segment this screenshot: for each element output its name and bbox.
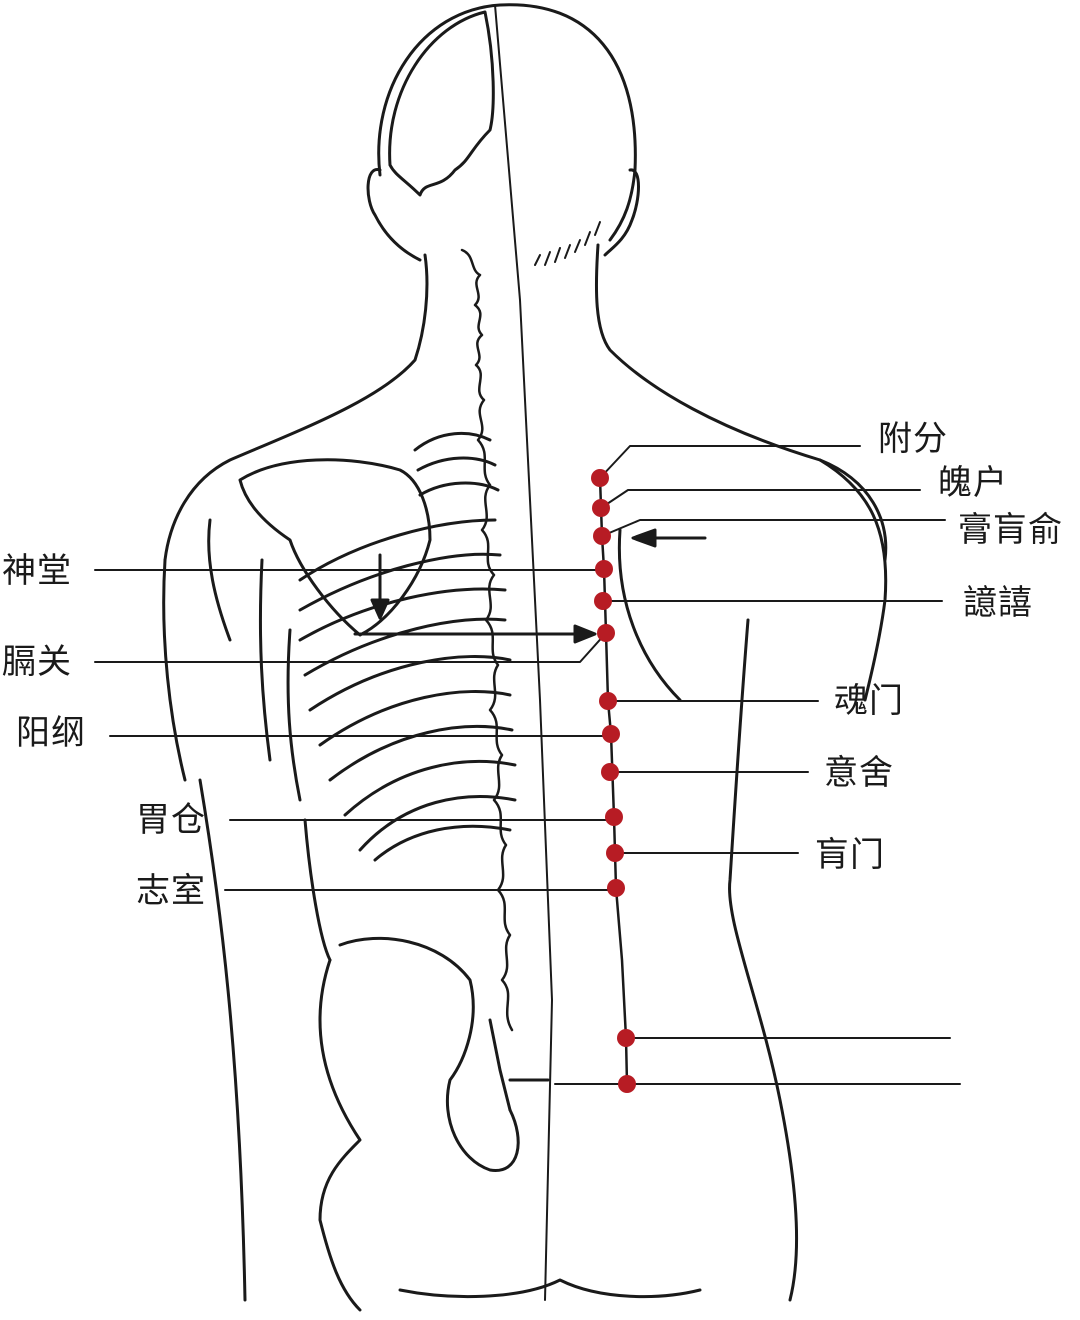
acupoint-shentang[interactable]	[595, 560, 613, 578]
ribs	[298, 431, 517, 862]
label-yixi: 譩譆	[963, 583, 1033, 623]
label-yanggang: 阳纲	[16, 713, 86, 753]
label-geguan: 膈关	[2, 642, 72, 682]
label-fufen: 附分	[878, 419, 948, 459]
head-outline	[377, 3, 637, 242]
right-scapula-edge	[617, 528, 682, 702]
acupoint-zhishi[interactable]	[607, 879, 625, 897]
neck-left	[163, 253, 429, 562]
acupoint-unlabeled-1[interactable]	[617, 1029, 635, 1047]
label-yishe: 意舍	[824, 753, 894, 793]
arrow-left-gaohuang	[631, 528, 707, 548]
acupoint-pohu[interactable]	[592, 499, 610, 517]
label-zhishi: 志室	[136, 871, 206, 911]
acupoint-hunmen[interactable]	[599, 692, 617, 710]
acupoint-geguan[interactable]	[597, 624, 615, 642]
left-arm-outline	[162, 518, 232, 782]
right-waist	[728, 618, 799, 1302]
right-shoulder	[818, 458, 888, 702]
hip-left	[318, 958, 362, 1312]
label-weicang: 胃仓	[136, 800, 206, 840]
pelvis	[338, 936, 520, 1172]
label-gaohuangshu: 膏肓俞	[958, 510, 1063, 550]
acupoint-yishe[interactable]	[601, 763, 619, 781]
leader-lines-right	[599, 445, 961, 1085]
acupoints	[591, 469, 636, 1093]
spine	[460, 248, 514, 1032]
skull-left-inner	[388, 10, 495, 197]
lower-back	[398, 1278, 702, 1299]
hairline	[534, 221, 601, 266]
left-ear	[366, 168, 422, 262]
label-pohu: 魄户	[938, 463, 1008, 503]
scapula	[238, 458, 432, 637]
acupoint-unlabeled-2[interactable]	[618, 1075, 636, 1093]
arrow-down	[370, 553, 390, 620]
acupoint-fufen[interactable]	[591, 469, 609, 487]
acupoint-yanggang[interactable]	[602, 725, 620, 743]
acupoint-yixi[interactable]	[594, 592, 612, 610]
label-hunmen: 魂门	[834, 681, 904, 721]
acupoint-weicang[interactable]	[605, 808, 623, 826]
label-huangmen: 肓门	[815, 835, 885, 875]
acupoint-gaohuangshu[interactable]	[593, 527, 611, 545]
arrow-right	[353, 624, 597, 644]
leader-lines-left	[94, 569, 628, 1085]
acupoint-huangmen[interactable]	[606, 844, 624, 862]
label-shentang: 神堂	[2, 551, 72, 591]
right-ear	[603, 168, 640, 257]
sacrum	[488, 1018, 550, 1112]
midline	[494, 4, 553, 1301]
neck-right	[594, 243, 888, 562]
left-torso-lines	[198, 558, 332, 1302]
